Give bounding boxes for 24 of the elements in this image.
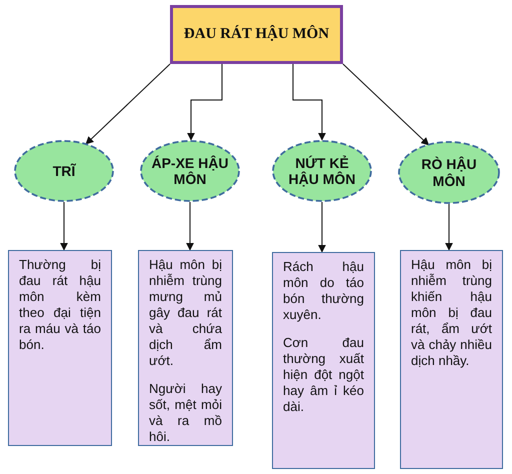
arrow — [445, 204, 453, 251]
arrow — [85, 64, 170, 145]
arrow — [318, 202, 326, 253]
description-text: Hậu môn bị nhiễm trùng mưng mủ gây đau rát và chứa dịch ẩm ướt. — [149, 257, 222, 369]
description-box — [138, 250, 233, 446]
category-label: RÒ HẬU MÔN — [420, 156, 478, 189]
arrow — [186, 202, 194, 251]
description-box — [272, 252, 375, 469]
description-box — [8, 250, 112, 446]
description-text: Cơn đau thường xuất hiện đột ngột hay âm ỉ kéo dài. — [283, 335, 364, 415]
category-label: TRĨ — [52, 162, 76, 180]
description-text: Hậu môn bị nhiễm trùng khiến hậu môn bị đau rát, ẩm ướt và chảy nhiều dịch nhầy. — [411, 257, 492, 369]
category-label: NỨT KẺ HẬU MÔN — [288, 154, 356, 188]
arrow — [342, 64, 430, 146]
description-text: Rách hậu môn do táo bón thường xuyên. — [283, 259, 364, 323]
description-text: Thường bị đau rát hậu môn kèm theo đại tiện ra máu và táo bón. — [19, 257, 101, 353]
description-text: Người hay sốt, mệt mỏi và ra mồ hôi. — [149, 381, 222, 445]
description-box — [400, 250, 503, 469]
arrow — [60, 202, 68, 251]
title-box — [170, 5, 343, 64]
arrow — [187, 64, 222, 141]
title-text: ĐAU RÁT HẬU MÔN — [184, 26, 330, 43]
arrow — [292, 64, 326, 141]
category-label: ÁP-XE HẬU MÔN — [150, 154, 230, 188]
